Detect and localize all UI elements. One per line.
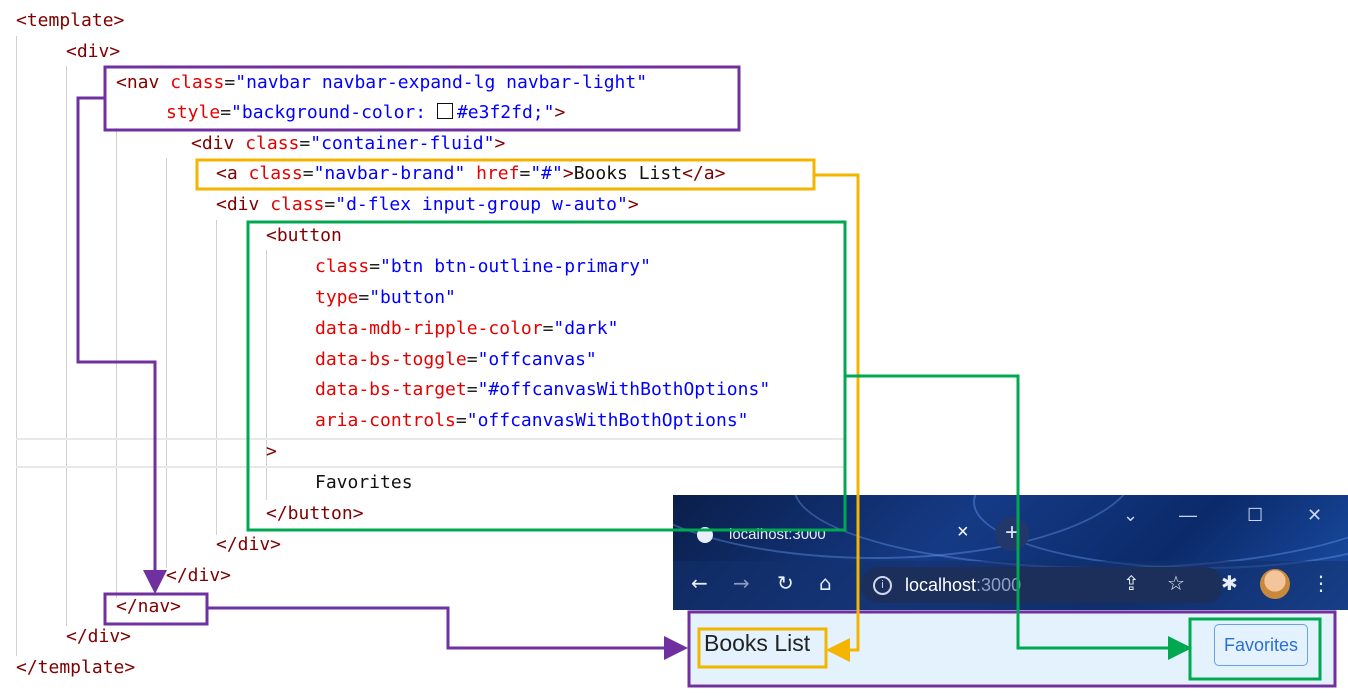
code-line-21: </div> bbox=[66, 626, 132, 647]
back-icon[interactable]: ← bbox=[691, 571, 708, 595]
indent-guide bbox=[16, 36, 17, 656]
share-icon[interactable]: ⇪ bbox=[1123, 571, 1140, 595]
page-viewport: Books List Favorites bbox=[673, 610, 1348, 698]
favorites-button[interactable]: Favorites bbox=[1214, 624, 1308, 666]
code-line-20: </nav> bbox=[116, 596, 182, 617]
browser-toolbar: ← → ↻ ⌂ i localhost:3000 ⇪ ☆ ✱ ⋮ bbox=[673, 561, 1348, 610]
current-line-highlight bbox=[16, 438, 846, 468]
url-text: localhost:3000 bbox=[905, 575, 1022, 595]
indent-guide bbox=[116, 128, 117, 598]
code-line-3: <nav class="navbar navbar-expand-lg navb… bbox=[116, 72, 648, 93]
new-tab-button[interactable]: + bbox=[995, 517, 1029, 551]
browser-window: localhost:3000 × + ⌄ — ☐ ✕ ← → ↻ ⌂ i loc… bbox=[673, 495, 1348, 698]
code-line-7: <div class="d-flex input-group w-auto"> bbox=[216, 194, 639, 215]
star-icon[interactable]: ☆ bbox=[1167, 571, 1185, 595]
code-line-14: aria-controls="offcanvasWithBothOptions" bbox=[315, 410, 749, 431]
reload-icon[interactable]: ↻ bbox=[777, 571, 794, 595]
code-line-17: </button> bbox=[266, 503, 364, 524]
forward-icon[interactable]: → bbox=[733, 571, 750, 595]
globe-icon bbox=[697, 527, 713, 543]
code-line-16: Favorites bbox=[315, 472, 413, 493]
code-line-1: <template> bbox=[16, 10, 125, 31]
code-line-18: </div> bbox=[216, 534, 282, 555]
color-swatch bbox=[436, 103, 453, 119]
navbar-brand[interactable]: Books List bbox=[704, 630, 811, 656]
code-line-12: data-bs-toggle="offcanvas" bbox=[315, 349, 597, 370]
info-icon[interactable]: i bbox=[873, 576, 892, 595]
profile-avatar[interactable] bbox=[1260, 569, 1290, 599]
code-line-4: style="background-color: #e3f2fd;"> bbox=[166, 102, 566, 123]
code-line-15: > bbox=[266, 441, 277, 462]
code-line-2: <div> bbox=[66, 41, 121, 62]
code-line-8: <button bbox=[266, 225, 342, 246]
indent-guide bbox=[166, 158, 167, 568]
indent-guide bbox=[66, 66, 67, 626]
minimize-icon[interactable]: — bbox=[1179, 505, 1197, 525]
chevron-down-icon[interactable]: ⌄ bbox=[1123, 505, 1139, 525]
code-line-9: class="btn btn-outline-primary" bbox=[315, 256, 651, 277]
home-icon[interactable]: ⌂ bbox=[819, 571, 832, 595]
browser-tab[interactable]: localhost:3000 × bbox=[679, 515, 969, 553]
code-line-6: <a class="navbar-brand" href="#">Books L… bbox=[216, 163, 726, 184]
code-line-5: <div class="container-fluid"> bbox=[191, 133, 506, 154]
menu-icon[interactable]: ⋮ bbox=[1311, 571, 1331, 595]
code-line-13: data-bs-target="#offcanvasWithBothOption… bbox=[315, 379, 771, 400]
code-line-10: type="button" bbox=[315, 287, 456, 308]
indent-guide bbox=[216, 220, 217, 535]
maximize-icon[interactable]: ☐ bbox=[1247, 505, 1264, 525]
browser-chrome: localhost:3000 × + ⌄ — ☐ ✕ ← → ↻ ⌂ i loc… bbox=[673, 495, 1348, 610]
tab-title: localhost:3000 bbox=[729, 526, 826, 543]
close-tab-icon[interactable]: × bbox=[957, 521, 969, 543]
code-line-19: </div> bbox=[166, 565, 232, 586]
close-window-icon[interactable]: ✕ bbox=[1307, 505, 1323, 525]
code-line-11: data-mdb-ripple-color="dark" bbox=[315, 318, 619, 339]
code-line-22: </template> bbox=[16, 657, 136, 678]
extensions-icon[interactable]: ✱ bbox=[1221, 571, 1238, 595]
navbar: Books List Favorites bbox=[690, 610, 1336, 684]
